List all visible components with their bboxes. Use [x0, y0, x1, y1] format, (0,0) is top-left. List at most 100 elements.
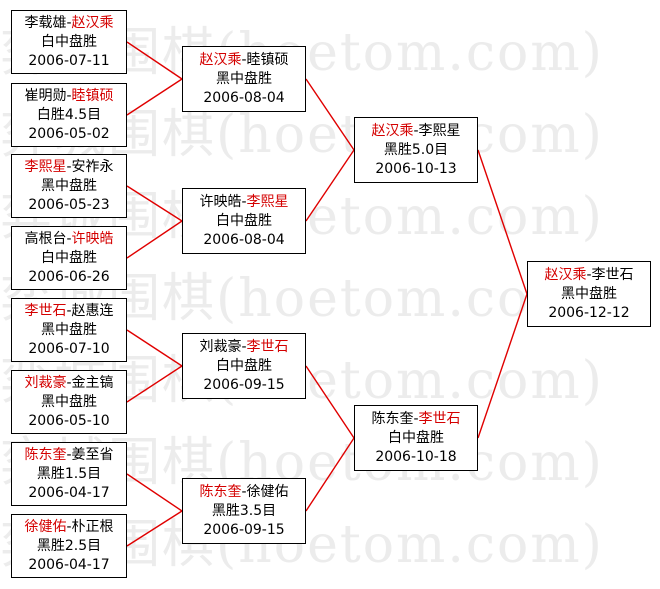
- match-result: 黑胜1.5目: [36, 465, 102, 482]
- match-players: 徐健佑-朴正根: [24, 518, 114, 535]
- match-date: 2006-09-15: [203, 521, 285, 538]
- match-players: 许映皓-李熙星: [199, 193, 289, 210]
- connector-line: [305, 78, 355, 151]
- match-players: 李载雄-赵汉乘: [24, 14, 114, 31]
- match-result: 白胜4.5目: [36, 106, 102, 123]
- connector-line: [477, 149, 528, 295]
- connector-line: [126, 185, 183, 222]
- player-name: 许映皓: [199, 193, 242, 210]
- match-box: 崔明勋-睦镇硕 白胜4.5目 2006-05-02: [11, 83, 127, 147]
- match-box: 刘裁豪-李世石 白中盘胜 2006-09-15: [182, 333, 306, 399]
- match-players: 刘裁豪-李世石: [199, 338, 289, 355]
- match-date: 2006-04-17: [28, 484, 110, 501]
- match-result: 黑中盘胜: [561, 285, 617, 302]
- match-result: 黑中盘胜: [41, 177, 97, 194]
- match-players: 陈东奎-徐健佑: [199, 483, 289, 500]
- match-players: 赵汉乘-睦镇硕: [199, 51, 289, 68]
- match-date: 2006-10-18: [375, 448, 457, 465]
- player-name: 李熙星: [418, 122, 461, 139]
- match-date: 2006-09-15: [203, 376, 285, 393]
- player-name: 姜至省: [71, 446, 114, 463]
- winner-name: 赵汉乘: [71, 14, 114, 31]
- match-players: 李熙星-安祚永: [24, 158, 114, 175]
- connector-line: [126, 365, 183, 403]
- match-date: 2006-07-11: [28, 52, 110, 69]
- match-date: 2006-07-10: [28, 340, 110, 357]
- match-box: 陈东奎-姜至省 黑胜1.5目 2006-04-17: [11, 442, 127, 506]
- connector-line: [126, 78, 183, 116]
- winner-name: 许映皓: [71, 230, 114, 247]
- match-date: 2006-05-23: [28, 196, 110, 213]
- player-name: 朴正根: [71, 518, 114, 535]
- match-date: 2006-10-13: [375, 160, 457, 177]
- winner-name: 陈东奎: [24, 446, 67, 463]
- match-result: 白中盘胜: [41, 249, 97, 266]
- match-players: 高根台-许映皓: [24, 230, 114, 247]
- winner-name: 赵汉乘: [544, 266, 587, 283]
- match-box: 陈东奎-李世石 白中盘胜 2006-10-18: [354, 405, 478, 471]
- winner-name: 徐健佑: [24, 518, 67, 535]
- match-players: 崔明勋-睦镇硕: [24, 87, 114, 104]
- match-result: 黑胜5.0目: [383, 141, 449, 158]
- match-result: 白中盘胜: [216, 212, 272, 229]
- match-result: 白中盘胜: [216, 357, 272, 374]
- player-name: 赵惠连: [71, 302, 114, 319]
- player-name: 刘裁豪: [199, 338, 242, 355]
- player-name: 睦镇硕: [246, 51, 289, 68]
- connector-line: [477, 293, 528, 439]
- winner-name: 赵汉乘: [199, 51, 242, 68]
- match-box: 许映皓-李熙星 白中盘胜 2006-08-04: [182, 188, 306, 254]
- player-name: 高根台: [24, 230, 67, 247]
- match-players: 李世石-赵惠连: [24, 302, 114, 319]
- winner-name: 刘裁豪: [24, 374, 67, 391]
- player-name: 李世石: [591, 266, 634, 283]
- winner-name: 李熙星: [24, 158, 67, 175]
- match-box: 陈东奎-徐健佑 黑胜3.5目 2006-09-15: [182, 478, 306, 544]
- match-box: 高根台-许映皓 白中盘胜 2006-06-26: [11, 226, 127, 290]
- match-box: 赵汉乘-睦镇硕 黑中盘胜 2006-08-04: [182, 46, 306, 112]
- match-result: 黑胜2.5目: [36, 537, 102, 554]
- match-date: 2006-08-04: [203, 89, 285, 106]
- match-date: 2006-12-12: [548, 304, 630, 321]
- match-box: 赵汉乘-李熙星 黑胜5.0目 2006-10-13: [354, 117, 478, 183]
- match-box: 李世石-赵惠连 黑中盘胜 2006-07-10: [11, 298, 127, 362]
- player-name: 陈东奎: [371, 410, 414, 427]
- connector-line: [126, 473, 183, 512]
- player-name: 李载雄: [24, 14, 67, 31]
- match-result: 白中盘胜: [388, 429, 444, 446]
- connector-line: [126, 220, 183, 259]
- match-result: 黑中盘胜: [41, 393, 97, 410]
- final-match-box: 赵汉乘-李世石 黑中盘胜 2006-12-12: [527, 261, 651, 327]
- match-players: 刘裁豪-金主镐: [24, 374, 114, 391]
- winner-name: 睦镇硕: [71, 87, 114, 104]
- match-date: 2006-06-26: [28, 268, 110, 285]
- match-box: 李载雄-赵汉乘 白中盘胜 2006-07-11: [11, 10, 127, 74]
- match-box: 刘裁豪-金主镐 黑中盘胜 2006-05-10: [11, 370, 127, 434]
- player-name: 徐健佑: [246, 483, 289, 500]
- connector-line: [126, 510, 183, 547]
- match-result: 白中盘胜: [41, 33, 97, 50]
- match-result: 黑中盘胜: [41, 321, 97, 338]
- connector-line: [126, 41, 183, 80]
- match-date: 2006-05-02: [28, 125, 110, 142]
- winner-name: 陈东奎: [199, 483, 242, 500]
- connector-line: [305, 437, 355, 512]
- winner-name: 李世石: [24, 302, 67, 319]
- match-players: 陈东奎-姜至省: [24, 446, 114, 463]
- connector-line: [305, 149, 355, 222]
- match-box: 李熙星-安祚永 黑中盘胜 2006-05-23: [11, 154, 127, 218]
- player-name: 崔明勋: [24, 87, 67, 104]
- match-players: 赵汉乘-李世石: [544, 266, 634, 283]
- connector-line: [305, 365, 355, 439]
- match-result: 黑中盘胜: [216, 70, 272, 87]
- winner-name: 李世石: [246, 338, 289, 355]
- match-box: 徐健佑-朴正根 黑胜2.5目 2006-04-17: [11, 514, 127, 578]
- match-players: 陈东奎-李世石: [371, 410, 461, 427]
- winner-name: 李世石: [418, 410, 461, 427]
- player-name: 安祚永: [71, 158, 114, 175]
- winner-name: 李熙星: [246, 193, 289, 210]
- player-name: 金主镐: [71, 374, 114, 391]
- winner-name: 赵汉乘: [371, 122, 414, 139]
